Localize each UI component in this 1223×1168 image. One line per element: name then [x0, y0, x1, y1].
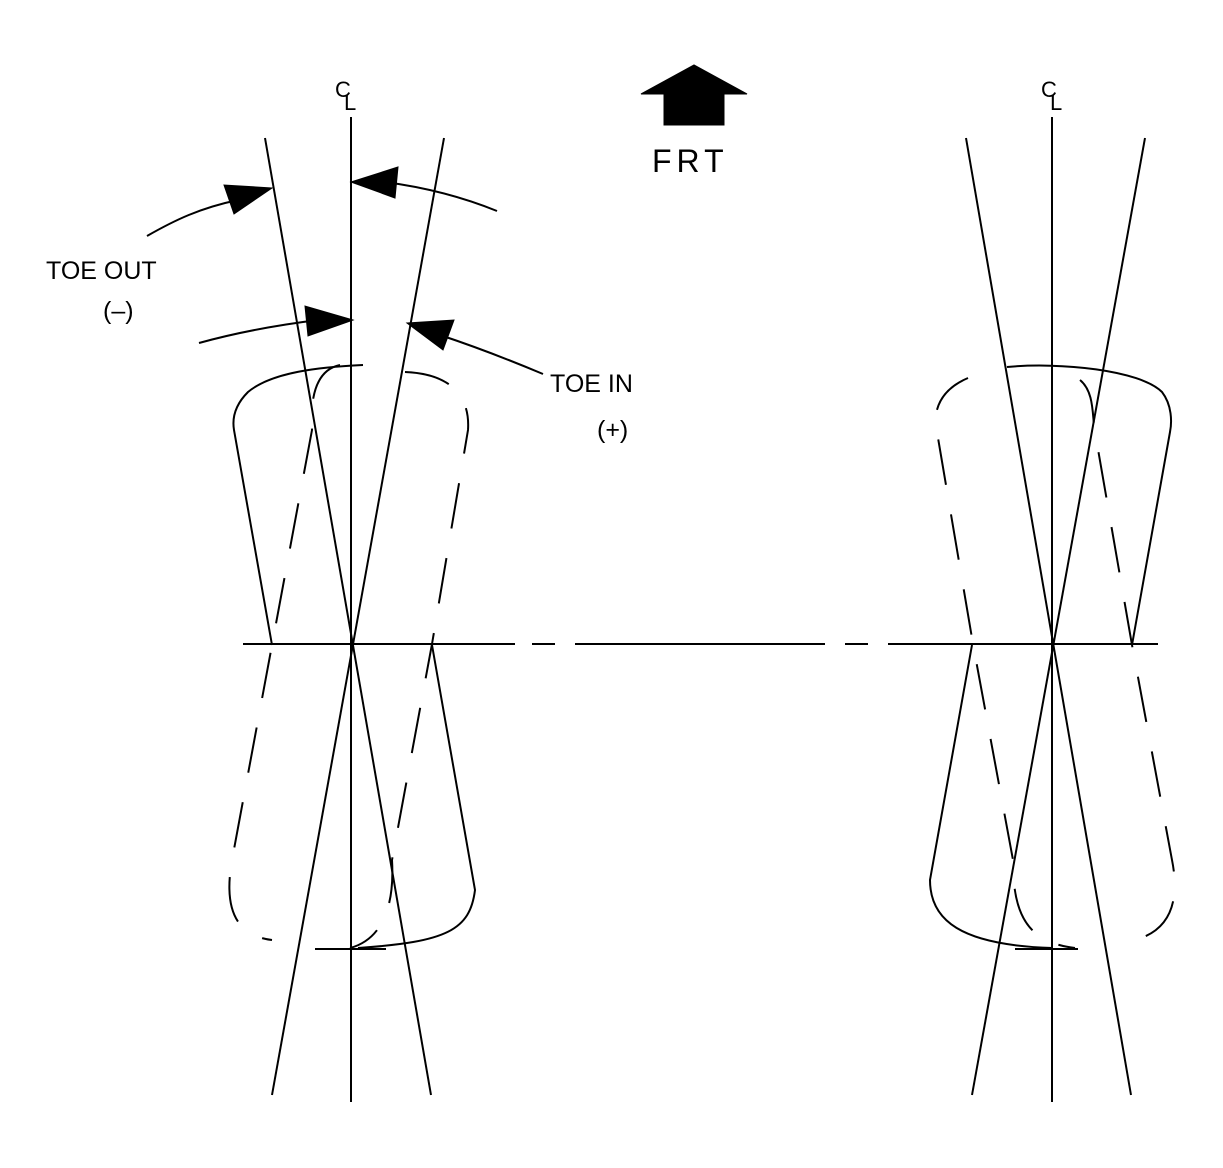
toe-in-sign: (+)	[597, 416, 628, 444]
toe-out-sign: (–)	[103, 297, 134, 325]
left-centerline-l: L	[344, 90, 356, 115]
left-wheel	[228, 117, 477, 1102]
right-centerline-c: C	[1041, 77, 1057, 102]
right-toe-out-line	[965, 137, 1132, 1096]
toe-in-lower-leader	[439, 334, 544, 375]
toe-out-lower-arrowhead	[304, 305, 355, 337]
right-tire-toe-out	[934, 377, 1176, 949]
right-wheel	[928, 117, 1176, 1102]
front-label: FRT	[652, 143, 729, 179]
left-toe-out-line	[264, 137, 432, 1096]
toe-out-upper-arrowhead	[223, 184, 274, 215]
left-tire-toe-out	[232, 364, 477, 949]
right-tire-toe-in	[928, 364, 1172, 949]
left-centerline-marker: C L	[335, 77, 356, 115]
toe-out-lower-leader	[198, 319, 319, 344]
left-centerline-c: C	[335, 77, 351, 102]
toe-in-label: TOE IN	[550, 370, 633, 398]
toe-in-upper-arrowhead	[349, 166, 399, 199]
up-arrow-icon	[640, 64, 748, 126]
right-centerline-l: L	[1050, 90, 1062, 115]
toe-out-label: TOE OUT	[46, 257, 157, 285]
toe-in-upper-leader	[384, 181, 498, 212]
toe-out-upper-leader	[146, 199, 239, 237]
toe-in-lower-arrowhead	[405, 319, 455, 351]
right-centerline-marker: C L	[1041, 77, 1062, 115]
left-tire-toe-in	[228, 364, 470, 949]
right-toe-in-line	[971, 137, 1146, 1096]
left-toe-in-line	[271, 137, 445, 1096]
